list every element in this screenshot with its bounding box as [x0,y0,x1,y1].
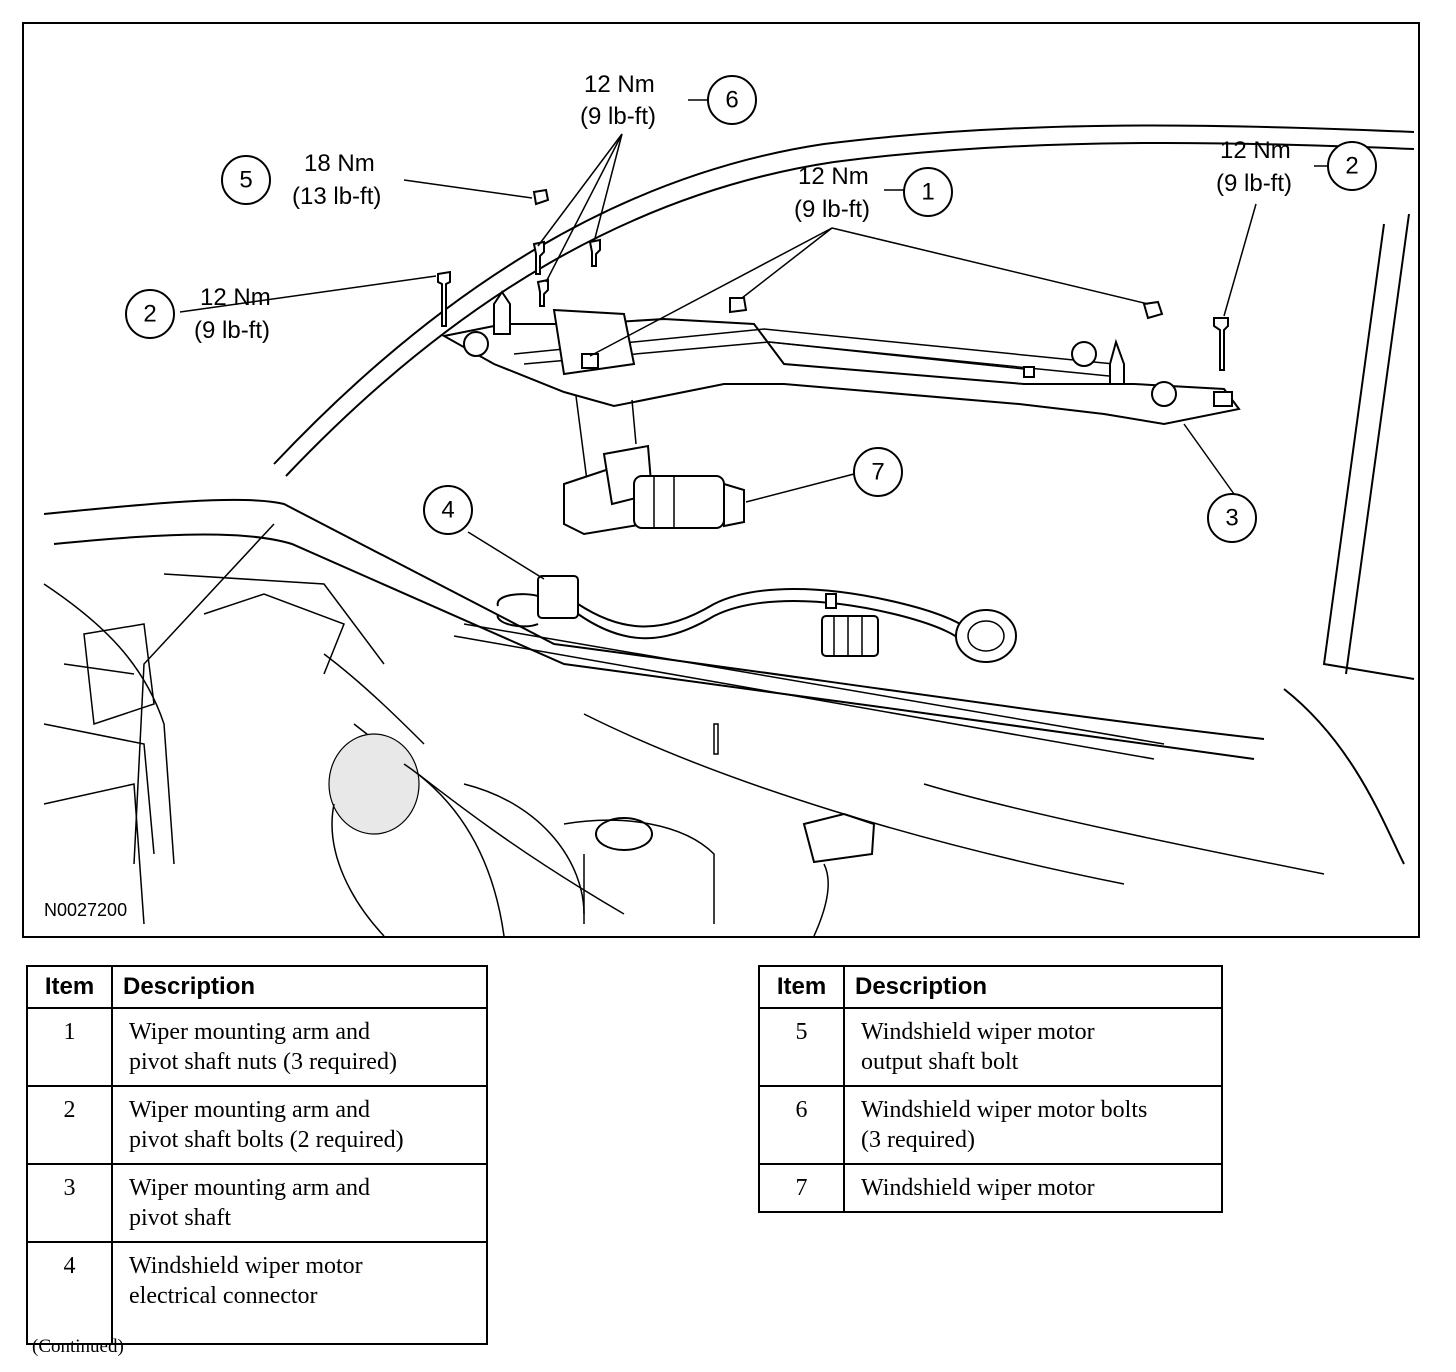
callout-6-nm: 12 Nm [584,71,655,98]
header-description: Description [111,965,488,1009]
table-row: 4 Windshield wiper motor electrical conn… [26,1241,488,1345]
item-number: 6 [758,1085,845,1165]
callout-2-left-nm: 12 Nm [200,284,271,311]
callout-7-number: 7 [871,459,884,486]
item-description: Windshield wiper motor electrical connec… [111,1241,488,1345]
wiper-motor [563,395,745,536]
callout-5-lbft: (13 lb-ft) [292,183,381,210]
fasteners [437,188,1229,371]
callout-2-right-lbft: (9 lb-ft) [1216,170,1292,197]
windshield-outline [273,124,1415,865]
item-number: 1 [26,1007,113,1087]
cowl-panel [43,498,1325,915]
callout-2-left-lbft: (9 lb-ft) [194,317,270,344]
callout-5-number: 5 [239,167,252,194]
header-description: Description [843,965,1223,1009]
legend-header-row: Item Description [26,965,488,1009]
legend-header-row: Item Description [758,965,1223,1009]
callout-2-right-number: 2 [1345,153,1358,180]
callout-1-nm: 12 Nm [798,163,869,190]
table-row: 6 Windshield wiper motor bolts (3 requir… [758,1085,1223,1165]
table-row: 7 Windshield wiper motor [758,1163,1223,1213]
item-number: 2 [26,1085,113,1165]
callout-3-number: 3 [1225,505,1238,532]
callout-1-number: 1 [921,179,934,206]
legend-table-right: Item Description 5 Windshield wiper moto… [758,965,1223,1213]
callout-7: 7 [853,447,903,497]
item-description: Windshield wiper motor bolts (3 required… [843,1085,1223,1165]
table-row: 1 Wiper mounting arm and pivot shaft nut… [26,1007,488,1087]
table-row: 3 Wiper mounting arm and pivot shaft [26,1163,488,1243]
item-description: Wiper mounting arm and pivot shaft [111,1163,488,1243]
item-number: 7 [758,1163,845,1213]
engine-components [43,623,876,936]
callout-2-left: 2 12 Nm (9 lb-ft) [125,284,271,344]
legend-table-left: Item Description 1 Wiper mounting arm an… [26,965,488,1345]
header-item: Item [26,965,113,1009]
wiper-assembly-drawing: 6 12 Nm (9 lb-ft) 5 18 Nm (13 lb-ft) 1 1… [43,71,1415,936]
callout-6-lbft: (9 lb-ft) [580,103,656,130]
callout-2-right-nm: 12 Nm [1220,137,1291,164]
item-number: 5 [758,1007,845,1087]
callout-4-number: 4 [441,497,454,524]
callout-6-number: 6 [725,87,738,114]
wiper-linkage [441,290,1241,426]
callout-2-left-number: 2 [143,301,156,328]
item-number: 4 [26,1241,113,1345]
item-description: Wiper mounting arm and pivot shaft nuts … [111,1007,488,1087]
item-description: Wiper mounting arm and pivot shaft bolts… [111,1085,488,1165]
item-description: Windshield wiper motor output shaft bolt [843,1007,1223,1087]
callout-5: 5 18 Nm (13 lb-ft) [221,150,381,210]
exploded-view-figure: 6 12 Nm (9 lb-ft) 5 18 Nm (13 lb-ft) 1 1… [22,22,1420,938]
continued-note: (Continued) [32,1336,124,1357]
callout-2-right: 2 12 Nm (9 lb-ft) [1216,137,1377,197]
callout-4: 4 [423,485,473,535]
callout-6: 6 12 Nm (9 lb-ft) [580,71,757,130]
callout-3: 3 [1207,493,1257,543]
callout-5-nm: 18 Nm [304,150,375,177]
header-item: Item [758,965,845,1009]
callout-1-lbft: (9 lb-ft) [794,196,870,223]
leader-lines [179,99,1344,580]
motor-electrical-connector [496,575,1017,663]
callout-1: 1 12 Nm (9 lb-ft) [794,163,953,223]
table-row: 5 Windshield wiper motor output shaft bo… [758,1007,1223,1087]
figure-id: N0027200 [44,900,127,920]
item-description: Windshield wiper motor [843,1163,1223,1213]
item-number: 3 [26,1163,113,1243]
table-row: 2 Wiper mounting arm and pivot shaft bol… [26,1085,488,1165]
